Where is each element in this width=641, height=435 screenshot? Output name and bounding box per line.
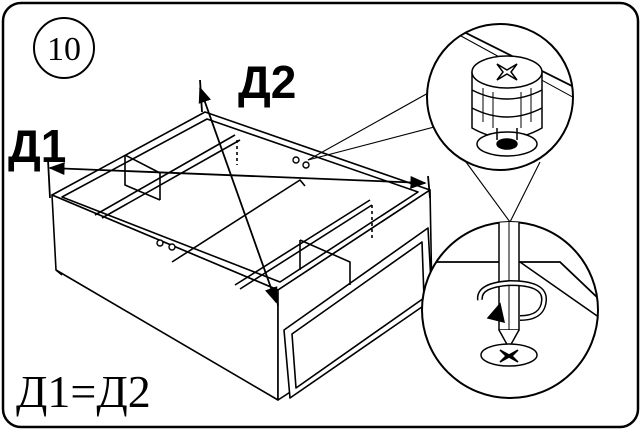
cam-lock-detail xyxy=(426,23,574,171)
tighten-detail xyxy=(421,221,599,399)
diagonal-2-arrow xyxy=(198,86,278,304)
step-number-badge: 10 xyxy=(33,17,95,79)
label-d1: Д1 xyxy=(8,120,66,172)
rotate-arrow-icon xyxy=(476,279,547,324)
callout-leaders xyxy=(307,91,541,223)
cam-lock-icon xyxy=(471,55,543,157)
label-equation: Д1=Д2 xyxy=(16,366,151,417)
label-d2: Д2 xyxy=(238,56,296,108)
diagonal-measure-arrows xyxy=(47,79,431,307)
step-number: 10 xyxy=(47,31,81,68)
